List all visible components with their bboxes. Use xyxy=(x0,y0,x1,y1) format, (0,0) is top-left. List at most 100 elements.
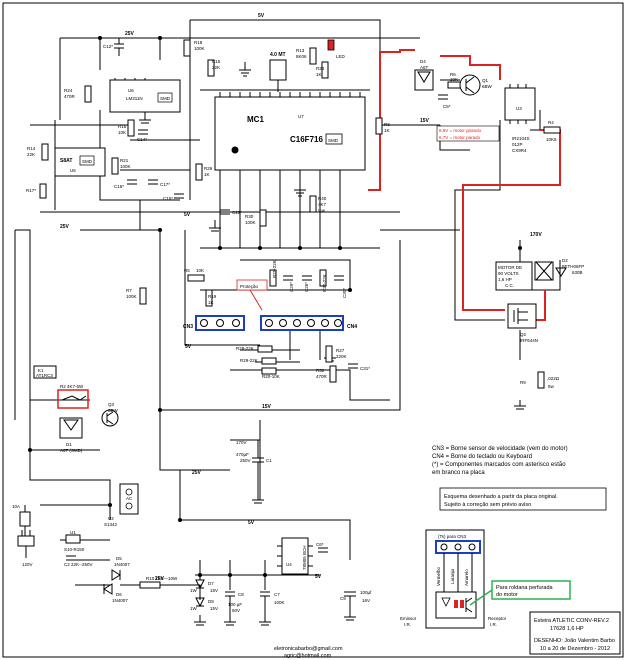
transistor-q3: Q3 6BW xyxy=(101,402,119,427)
svg-text:16V: 16V xyxy=(362,598,370,603)
svg-text:A6T (SMD): A6T (SMD) xyxy=(60,448,83,453)
svg-text:R6: R6 xyxy=(450,72,456,77)
svg-text:AC: AC xyxy=(126,496,133,501)
capacitor-c17: C17* xyxy=(148,179,170,187)
svg-text:10K5: 10K5 xyxy=(546,137,557,142)
svg-text:100 µF: 100 µF xyxy=(228,602,242,607)
ic-part: C16F716 xyxy=(290,135,323,144)
net-label-5v-bottom: 5V xyxy=(248,520,255,526)
svg-text:C29*: C29* xyxy=(289,282,294,292)
svg-text:220K: 220K xyxy=(336,354,347,359)
svg-text:D1: D1 xyxy=(66,442,72,447)
resistor-r17: R17* xyxy=(26,183,47,199)
svg-text:6BW: 6BW xyxy=(108,408,119,413)
title-block: Esteira ATLETIC CONV-REV.2 17628 1,6 HP … xyxy=(529,611,621,655)
drawing-note: Esquema desenhado a partir da placa orig… xyxy=(439,487,607,511)
svg-text:1,6 HP: 1,6 HP xyxy=(498,277,512,282)
net-label-15v-bottom: 15V xyxy=(262,404,272,410)
resistor-r4: R4 10K5 xyxy=(543,120,561,142)
resistor-r25: R25-22K xyxy=(269,260,277,287)
svg-text:15V: 15V xyxy=(210,588,218,593)
capacitor-c6: C6* xyxy=(316,542,328,553)
svg-text:Q1: Q1 xyxy=(482,78,489,83)
svg-text:10 a 20 de Dezembro - 2012: 10 a 20 de Dezembro - 2012 xyxy=(540,646,610,652)
svg-text:1N4007: 1N4007 xyxy=(114,562,130,567)
legend-line-2: CN4 = Borne do teclado ou Keyboard xyxy=(432,454,532,460)
svg-text:100K: 100K xyxy=(274,600,285,605)
net-label-25v-zener: 25V xyxy=(155,576,165,582)
ic-package: SMD xyxy=(328,138,339,143)
legend: CN3 = Borne sensor de velocidade (vem do… xyxy=(432,446,568,476)
svg-text:1K: 1K xyxy=(204,172,210,177)
comparator-u6: U6 LM311N SMD xyxy=(109,78,181,113)
svg-text:470µF: 470µF xyxy=(236,452,249,457)
emitter-label: Emissor xyxy=(400,616,417,621)
svg-text:Sujeito à correção sem prévio: Sujeito à correção sem prévio aviso xyxy=(444,502,531,508)
svg-text:D5: D5 xyxy=(116,556,122,561)
svg-text:1K: 1K xyxy=(208,300,214,305)
svg-text:C31*: C31* xyxy=(360,366,370,371)
connector-cn4: CN4 xyxy=(260,315,357,331)
svg-text:CX9R4: CX9R4 xyxy=(512,148,527,153)
svg-text:R19: R19 xyxy=(208,294,217,299)
svg-text:Para roldana perfurada: Para roldana perfurada xyxy=(496,585,554,591)
svg-text:100K: 100K xyxy=(245,220,256,225)
connector-cn3: CN3 xyxy=(183,315,245,331)
svg-text:D8: D8 xyxy=(208,599,214,604)
svg-text:4K7: 4K7 xyxy=(318,202,327,207)
svg-text:Q2: Q2 xyxy=(520,332,527,337)
svg-text:R2 4K7-5W: R2 4K7-5W xyxy=(60,384,84,389)
svg-text:100K: 100K xyxy=(120,164,131,169)
svg-text:C14*: C14* xyxy=(137,137,147,142)
svg-text:Esquema desenhado a partir da: Esquema desenhado a partir da placa orig… xyxy=(444,494,558,500)
svg-text:IR2104S: IR2104S xyxy=(512,136,530,141)
net-label-5v-reg: 5V xyxy=(315,574,322,580)
svg-text:R4: R4 xyxy=(548,120,554,125)
net-label-170v: 170V xyxy=(530,232,542,238)
diode-d5: D5 1N4007 xyxy=(111,556,130,581)
net-label-5v-top: 5V xyxy=(258,13,265,19)
svg-text:250V: 250V xyxy=(240,458,251,463)
svg-text:R18: R18 xyxy=(194,40,203,45)
resistor-r40: R40 4K7 ¼w xyxy=(309,195,327,213)
capacitor-c26: C26* xyxy=(302,275,312,292)
resistor-r21: R21 100K xyxy=(111,157,131,175)
svg-text:R27: R27 xyxy=(336,348,345,353)
svg-text:U5: U5 xyxy=(70,168,76,173)
svg-text:10K: 10K xyxy=(450,77,458,82)
svg-text:¼w: ¼w xyxy=(318,208,326,213)
pulley-note: Para roldana perfurada do motor xyxy=(469,580,571,606)
resistor-r14: R14 22K xyxy=(27,143,49,161)
legend-line-3: (*) = Componentes marcados com asterisco… xyxy=(432,462,566,468)
svg-text:15V: 15V xyxy=(210,606,218,611)
capacitor-c15: C15* xyxy=(163,193,184,201)
ic-tag: U7 xyxy=(298,114,304,119)
svg-text:1W: 1W xyxy=(190,588,198,593)
svg-text:C26*: C26* xyxy=(304,282,309,292)
svg-text:50V: 50V xyxy=(232,608,240,613)
svg-text:R23: R23 xyxy=(316,66,325,71)
svg-text:D2: D2 xyxy=(562,258,568,263)
svg-text:R24: R24 xyxy=(64,88,73,93)
svg-text:10A: 10A xyxy=(12,504,20,509)
svg-text:Amarelo: Amarelo xyxy=(464,569,469,586)
relay-k1: K1 AT1RC3 R2 4K7-5W xyxy=(33,365,89,409)
svg-text:Vermelho: Vermelho xyxy=(436,566,441,586)
capacitor-c2: C2 22K--250V xyxy=(64,555,93,567)
svg-text:8ETH06FP: 8ETH06FP xyxy=(562,264,584,269)
svg-text:R29-22K: R29-22K xyxy=(240,358,258,363)
svg-text:LED: LED xyxy=(336,54,346,59)
svg-text:MOTOR DE: MOTOR DE xyxy=(498,265,522,270)
svg-text:C8: C8 xyxy=(238,592,244,597)
svg-text:R26: R26 xyxy=(204,166,213,171)
diode-d4: D4 A6T xyxy=(414,59,434,91)
svg-text:C7: C7 xyxy=(274,592,280,597)
svg-text:R32: R32 xyxy=(316,368,325,373)
diode-d6: D6 1N4007 xyxy=(103,583,128,603)
svg-text:R40: R40 xyxy=(318,196,327,201)
svg-text:R3: R3 xyxy=(384,122,390,127)
svg-text:,022Ω: ,022Ω xyxy=(547,376,560,381)
svg-text:17628 1,6 HP: 17628 1,6 HP xyxy=(550,626,584,632)
